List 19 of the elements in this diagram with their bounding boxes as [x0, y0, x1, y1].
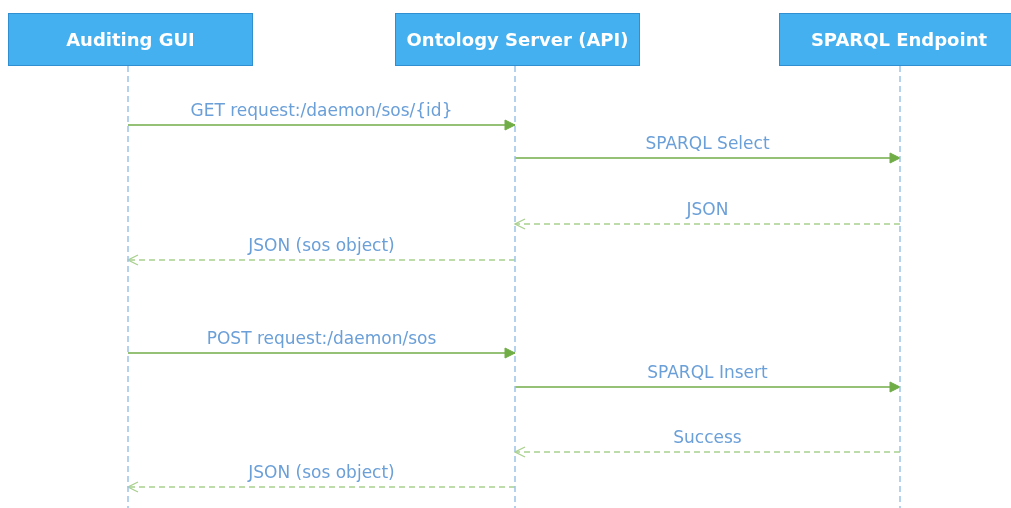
return-arrow: [127, 481, 516, 493]
participant-box: Auditing GUI: [8, 13, 253, 66]
edge-label: GET request:/daemon/sos/{id}: [190, 100, 453, 120]
return-arrow: [514, 446, 901, 458]
message-arrow: [514, 381, 901, 393]
participant-box: SPARQL Endpoint: [779, 13, 1011, 66]
return-arrow: [127, 254, 516, 266]
edge-label: JSON (sos object): [248, 462, 395, 482]
return-arrow: [514, 218, 901, 230]
message-arrow: [127, 347, 516, 359]
edge-label: JSON: [686, 199, 729, 219]
participant-box: Ontology Server (API): [395, 13, 640, 66]
edge-label: SPARQL Insert: [647, 362, 768, 382]
message-arrow: [127, 119, 516, 131]
edge-label: SPARQL Select: [645, 133, 770, 153]
edge-label: JSON (sos object): [248, 235, 395, 255]
edge-label: POST request:/daemon/sos: [206, 328, 437, 348]
edge-label: Success: [673, 427, 742, 447]
message-arrow: [514, 152, 901, 164]
